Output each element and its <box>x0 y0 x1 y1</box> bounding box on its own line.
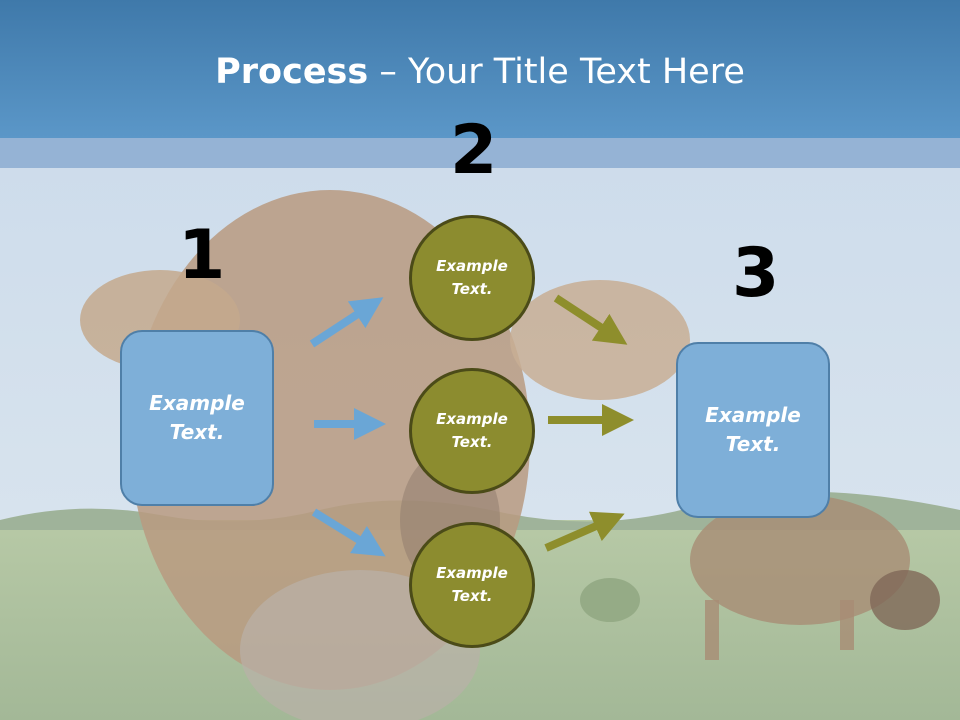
slide-title: Process – Your Title Text Here <box>0 52 960 92</box>
step-number-1: 1 <box>178 216 226 295</box>
step-number-3: 3 <box>732 234 780 313</box>
circle-middle-text: Example Text. <box>436 410 508 451</box>
circle-bottom-text: Example Text. <box>436 564 508 605</box>
step-2-circle-middle[interactable]: Example Text. <box>409 368 535 494</box>
step-1-text: Example Text. <box>149 391 245 444</box>
title-rest: – Your Title Text Here <box>368 52 745 92</box>
step-1-box[interactable]: Example Text. <box>120 330 274 506</box>
arrow-1-to-top <box>309 297 384 348</box>
step-number-2: 2 <box>450 111 498 190</box>
step-2-circle-bottom[interactable]: Example Text. <box>409 522 535 648</box>
header-band <box>0 138 960 168</box>
circle-top-text: Example Text. <box>436 257 508 298</box>
arrow-1-to-bottom <box>311 508 386 557</box>
title-bold: Process <box>215 52 369 92</box>
step-3-box[interactable]: Example Text. <box>676 342 830 518</box>
arrow-top-to-3 <box>553 294 628 345</box>
step-2-circle-top[interactable]: Example Text. <box>409 215 535 341</box>
arrow-bottom-to-3 <box>544 511 625 552</box>
step-3-text: Example Text. <box>705 403 801 456</box>
header-bar <box>0 0 960 138</box>
